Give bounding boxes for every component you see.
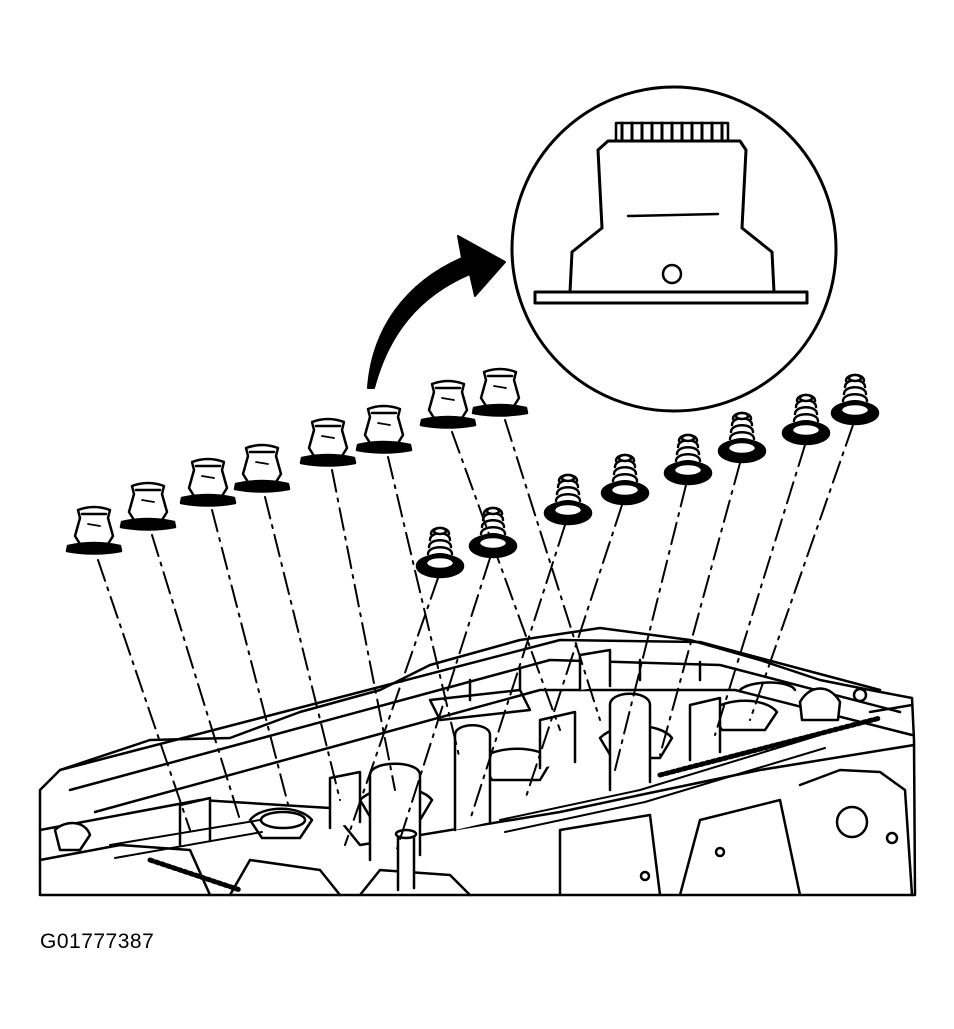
valve-spring xyxy=(830,373,880,426)
valve-stem-seal xyxy=(233,443,291,493)
cylinder-head xyxy=(38,626,917,897)
valve-spring xyxy=(663,433,713,486)
valve-stem-seals xyxy=(65,367,529,555)
figure-id-label: G01777387 xyxy=(40,930,155,953)
valve-spring xyxy=(600,453,650,506)
valve-stem-seal xyxy=(355,404,413,454)
valve-spring xyxy=(468,506,518,559)
valve-stem-seal xyxy=(119,481,177,531)
valve-spring xyxy=(781,393,831,446)
callout-arrow xyxy=(367,235,506,389)
valve-stem-seal xyxy=(299,417,357,467)
valve-stem-seal xyxy=(179,457,237,507)
valve-stem-seal xyxy=(471,367,529,417)
valve-spring xyxy=(717,411,767,464)
installation-lines xyxy=(97,419,854,856)
seal-detail-callout xyxy=(510,85,838,413)
valve-stem-seal xyxy=(65,505,123,555)
valve-spring xyxy=(543,473,593,526)
valve-stem-seal xyxy=(419,379,477,429)
valve-spring xyxy=(415,526,465,579)
